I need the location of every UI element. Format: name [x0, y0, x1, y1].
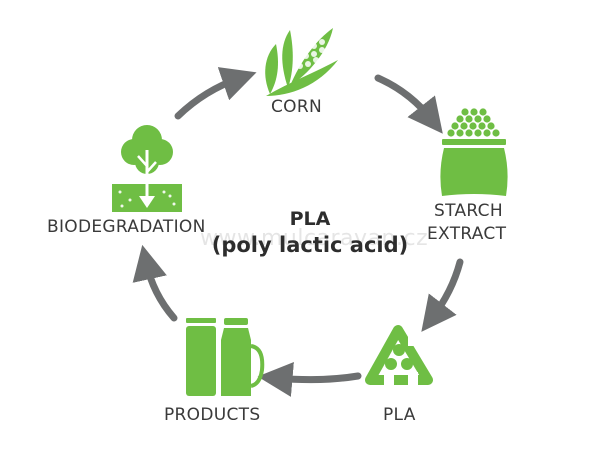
center-title: PLA (poly lactic acid) — [160, 207, 460, 259]
corn-icon — [265, 28, 338, 96]
arrow-biodegradation-to-corn — [174, 67, 257, 120]
recycle-icon — [365, 325, 433, 386]
center-title-line2: (poly lactic acid) — [211, 233, 409, 257]
arrow-pla-to-products — [257, 362, 362, 397]
starch-label-line2: EXTRACT — [427, 224, 507, 244]
starch-sack-icon — [440, 108, 508, 196]
products-label: PRODUCTS — [164, 405, 261, 425]
tree-soil-icon — [112, 125, 182, 212]
starch-label-line1: STARCH — [434, 201, 503, 221]
pla-label: PLA — [383, 405, 416, 425]
bottles-icon — [186, 318, 265, 396]
corn-label: CORN — [271, 97, 322, 117]
arrow-starch-to-pla — [421, 258, 464, 332]
center-title-line1: PLA — [289, 208, 331, 230]
biodegradation-label: BIODEGRADATION — [47, 217, 206, 237]
arrow-corn-to-starch — [374, 74, 443, 134]
watermark-text: www.mulcaravan.cz — [200, 226, 429, 251]
arrow-products-to-biodegradation — [132, 244, 178, 322]
